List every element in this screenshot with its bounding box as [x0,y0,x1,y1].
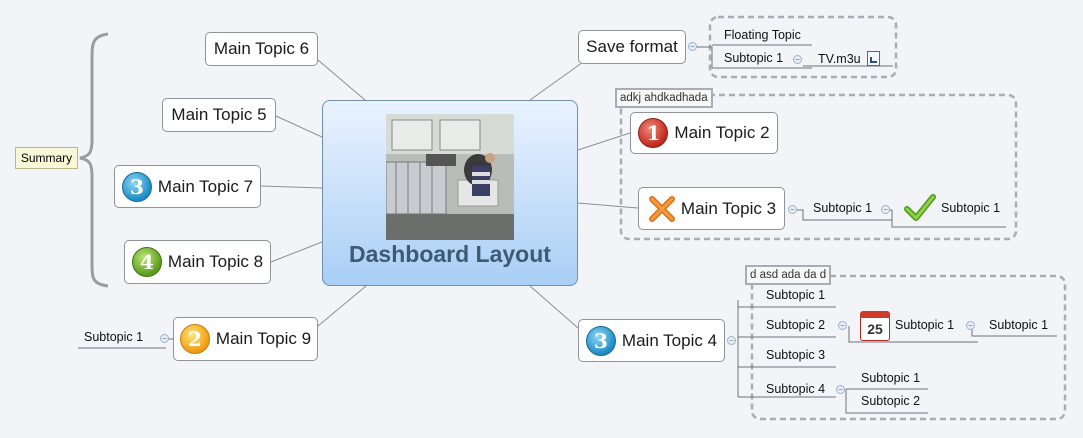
priority-1-icon: 1 [638,118,669,148]
connector-topic-5 [275,115,323,138]
central-topic-title: Dashboard Layout [349,241,551,267]
save-format-subtopic[interactable]: Subtopic 1 [724,51,784,65]
file-attachment[interactable]: TV.m3u [818,51,880,66]
connector-t4-sub2-child [848,326,978,343]
main-topic-8[interactable]: 4 Main Topic 8 [124,240,271,284]
connector-save-sub [693,46,812,69]
file-icon [866,51,880,66]
collapse-toggle-t4-sub4[interactable]: − [836,385,845,394]
main-topic-4[interactable]: 3 Main Topic 4 [578,319,725,362]
main-topic-9-subtopic[interactable]: Subtopic 1 [84,330,144,344]
topic-4-sub2-grandchild[interactable]: Subtopic 1 [989,318,1049,332]
topic-4-sub4-child-1[interactable]: Subtopic 1 [861,371,921,385]
save-format-label: Save format [586,37,678,56]
main-topic-3-subtopic-child[interactable]: Subtopic 1 [941,201,1001,215]
topic-4-subtopic-1[interactable]: Subtopic 1 [766,288,826,302]
main-topic-3[interactable]: Main Topic 3 [638,187,785,230]
file-name: TV.m3u [818,51,861,66]
connector-save-format [529,59,587,101]
main-topic-7[interactable]: 3 Main Topic 7 [114,165,261,208]
connector-topic-6 [317,59,366,101]
priority-2-icon: 2 [179,324,210,354]
connector-topic-7 [260,185,323,189]
main-topic-3-label: Main Topic 3 [680,198,777,218]
calendar-day: 25 [867,321,883,337]
summary-topic[interactable]: Summary [15,147,78,169]
collapse-toggle-topic-9[interactable]: − [160,334,169,343]
priority-4-icon: 4 [131,247,162,277]
priority-3-icon: 3 [121,171,152,202]
collapse-toggle-t3-sub[interactable]: − [881,205,890,214]
main-topic-6[interactable]: Main Topic 6 [205,32,318,66]
main-topic-8-label: Main Topic 8 [167,252,264,271]
connector-topic-9 [317,285,367,327]
priority-3-icon: 3 [585,325,616,356]
floating-topic[interactable]: Floating Topic [724,28,801,42]
calendar-icon: 25 [860,311,890,341]
topic-4-sub2-child[interactable]: Subtopic 1 [895,318,955,332]
photo-illustration [386,114,514,240]
main-topic-7-label: Main Topic 7 [157,176,254,196]
summary-brace [79,32,109,288]
topic-4-sub4-child-2[interactable]: Subtopic 2 [861,394,921,408]
collapse-toggle-save-sub[interactable]: − [793,55,802,64]
topic-4-subtopic-2[interactable]: Subtopic 2 [766,318,826,332]
connector-topic-3 [577,202,639,209]
collapse-toggle-t4-sub2-child[interactable]: − [966,321,975,330]
boundary-topic-4 [750,274,1067,421]
topic-4-subtopic-3[interactable]: Subtopic 3 [766,348,826,362]
task-done-icon [904,193,936,223]
collapse-toggle-save-format[interactable]: − [688,42,697,51]
boundary-topics-2-3 [619,93,1018,241]
collapse-toggle-topic-4[interactable]: − [727,336,736,345]
boundary-label-2[interactable]: d asd ada da d [745,265,832,285]
connector-t4-sub4-children [845,388,928,414]
main-topic-5-label: Main Topic 5 [171,105,267,124]
connector-t3-sub [794,209,892,221]
collapse-toggle-topic-3[interactable]: − [788,205,797,214]
collapse-toggle-t4-sub2[interactable]: − [838,321,847,330]
main-topic-9-label: Main Topic 9 [215,329,312,348]
topic-4-subtopic-4[interactable]: Subtopic 4 [766,382,826,396]
connector-topic-2 [577,132,631,151]
main-topic-5[interactable]: Main Topic 5 [162,98,276,132]
main-topic-3-subtopic[interactable]: Subtopic 1 [813,201,873,215]
main-topic-4-label: Main Topic 4 [621,330,718,350]
main-topic-6-label: Main Topic 6 [213,39,310,58]
main-topic-2-label: Main Topic 2 [674,123,770,142]
boundary-label-1[interactable]: adkj ahdkadhada [615,88,713,108]
connector-topic-8 [270,241,323,263]
connector-t4-subs [737,300,836,398]
main-topic-9[interactable]: 2 Main Topic 9 [173,317,318,361]
connector-topic-4 [529,285,579,329]
main-topic-2[interactable]: 1 Main Topic 2 [630,112,778,154]
save-format-topic[interactable]: Save format [578,30,686,64]
central-topic-image [386,114,514,240]
task-cancelled-icon [647,194,677,224]
